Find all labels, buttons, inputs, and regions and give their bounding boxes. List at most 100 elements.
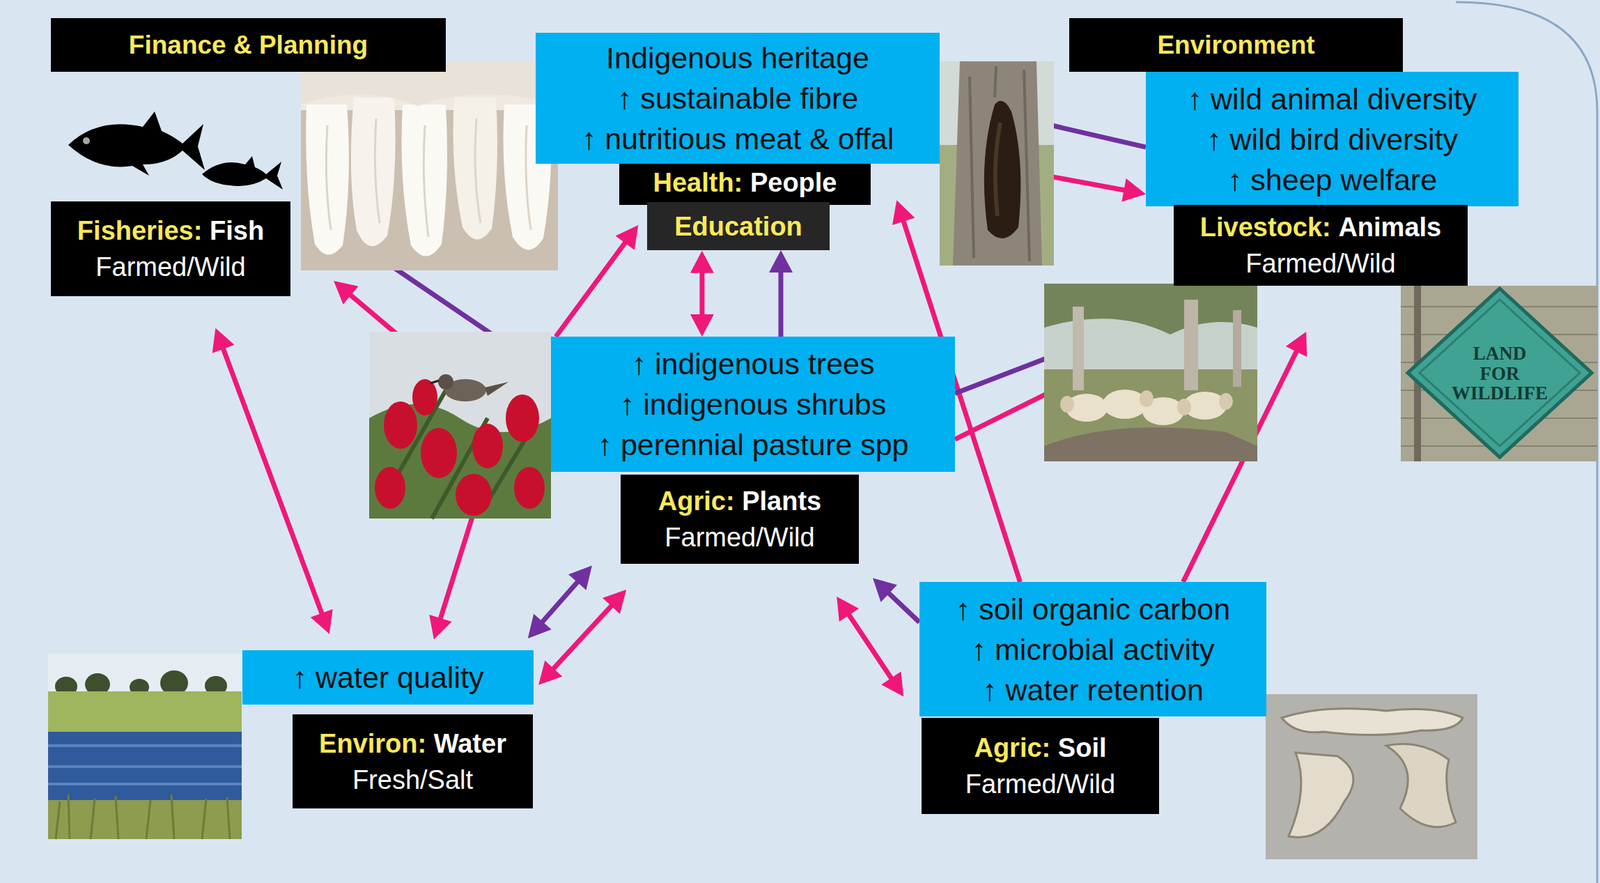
tree-hollow-photo-part	[995, 122, 1001, 216]
connector	[769, 250, 793, 337]
label-line: Fisheries:Fish	[77, 212, 264, 249]
callout-text: Indigenous heritage ↑ sustainable fibre …	[581, 37, 895, 159]
arrow-head	[602, 589, 627, 614]
arrow-head	[429, 614, 452, 640]
arrow-head	[310, 608, 333, 634]
connector-line	[540, 580, 579, 625]
arrow-head	[690, 314, 714, 337]
label-line: Environ:Water	[319, 725, 507, 762]
label-detail: Farmed/Wild	[664, 518, 815, 556]
arrow-head	[212, 328, 235, 354]
label-line: Farmed/Wild	[95, 248, 246, 285]
connector-line	[551, 603, 613, 671]
tree-hollow-photo-part	[969, 66, 1030, 262]
bone-photo-part	[1281, 708, 1463, 735]
label-line: Farmed/Wild	[965, 765, 1116, 802]
label-heading: Agric:	[973, 729, 1051, 766]
label-line: Agric:Plants	[658, 482, 822, 519]
soil-ellipse-shape	[878, 647, 1202, 877]
label-heading: Livestock:	[1200, 208, 1332, 246]
bone-photo-part	[1288, 752, 1354, 837]
sheep-photo-part	[1232, 309, 1242, 387]
section-title: Environment	[1156, 29, 1315, 61]
sheep-photo-part	[1044, 426, 1258, 462]
section-tag: Environment	[1069, 18, 1403, 72]
fish-icon-part	[68, 111, 205, 176]
label-name: People	[750, 164, 838, 201]
name-label: Fisheries:FishFarmed/Wild	[50, 201, 291, 297]
arrow-head	[1121, 178, 1146, 202]
null-part-part	[1218, 392, 1233, 410]
bottlebrush-photo-part	[484, 381, 509, 396]
connector-line	[847, 612, 893, 680]
null-part-part	[1139, 390, 1154, 407]
bone-photo-part	[1265, 693, 1478, 859]
arrow-head	[872, 578, 898, 602]
connector-line	[222, 346, 323, 616]
education-box: Education	[647, 202, 830, 251]
fish-icon-part	[82, 137, 90, 145]
label-detail: Fresh/Salt	[352, 761, 473, 798]
connector	[538, 589, 627, 685]
wetland-photo-part	[48, 690, 242, 733]
null-part-part	[412, 378, 438, 416]
connector-line	[555, 240, 627, 337]
connector-line	[699, 270, 705, 317]
label-line: Health:People	[652, 164, 837, 201]
label-name: Plants	[741, 482, 822, 519]
tree-hollow-photo-part	[984, 101, 1021, 239]
name-label: Health:People	[619, 160, 871, 205]
null-part	[1060, 390, 1233, 416]
arrow-head	[690, 250, 714, 274]
arrow-head	[769, 250, 793, 273]
null-part-part	[514, 466, 545, 509]
land-for-wildlife-sign	[1400, 285, 1598, 462]
label-heading: Agric:	[658, 482, 735, 519]
name-label: Environ:WaterFresh/Salt	[292, 713, 533, 809]
arrow-head	[881, 671, 904, 697]
plants-ellipse: Agric:PlantsFarmed/Wild	[576, 449, 903, 613]
wool-photo-part	[300, 61, 558, 271]
tree-hollow-photo	[939, 61, 1054, 266]
label-line: Fresh/Salt	[352, 761, 473, 798]
arrow-head	[836, 596, 859, 622]
label-line: Farmed/Wild	[664, 518, 815, 556]
label-detail: Farmed/Wild	[965, 765, 1116, 802]
fish-icon-part	[202, 156, 283, 190]
fisheries-ellipse: Fisheries:FishFarmed/Wild	[8, 87, 343, 332]
wetland-photo-part	[48, 799, 242, 839]
callout-text: ↑ water quality	[292, 656, 485, 698]
benefit-callout: Indigenous heritage ↑ sustainable fibre …	[535, 32, 940, 164]
water-ellipse-shape	[252, 640, 574, 883]
plants-ellipse-shape	[579, 452, 900, 610]
arrow-head	[527, 613, 552, 639]
arrow-head	[568, 564, 593, 590]
callout-text: ↑ indigenous trees ↑ indigenous shrubs ↑…	[596, 343, 909, 465]
livestock-ellipse: Livestock:AnimalsFarmed/Wild	[1147, 178, 1480, 332]
connector	[212, 328, 333, 634]
education-text: Education	[674, 210, 803, 243]
arrow-head	[538, 660, 563, 685]
label-name: Water	[433, 725, 507, 762]
null-part-part	[1060, 395, 1075, 413]
wetland-photo	[48, 653, 242, 839]
section-title: Finance & Planning	[128, 29, 368, 61]
benefit-callout: ↑ soil organic carbon ↑ microbial activi…	[919, 581, 1267, 717]
null-part	[374, 378, 545, 516]
arrow-head	[333, 280, 359, 305]
sign-label: LAND FOR WILDLIFE	[1451, 343, 1548, 403]
connector	[836, 596, 904, 696]
arrow-head	[892, 199, 915, 225]
bone-photo	[1265, 693, 1478, 859]
wetland-photo-part	[48, 653, 242, 839]
sign-text: LAND FOR WILDLIFE	[1451, 343, 1548, 403]
fisheries-ellipse-shape	[11, 89, 340, 329]
arrow-head	[615, 224, 639, 251]
label-line: Livestock:Animals	[1200, 208, 1442, 246]
name-label: Agric:PlantsFarmed/Wild	[620, 474, 859, 564]
connector-line	[778, 269, 784, 337]
sheep-photo-part	[1044, 283, 1258, 462]
wool-photo-part	[325, 118, 531, 237]
connector	[872, 578, 920, 623]
